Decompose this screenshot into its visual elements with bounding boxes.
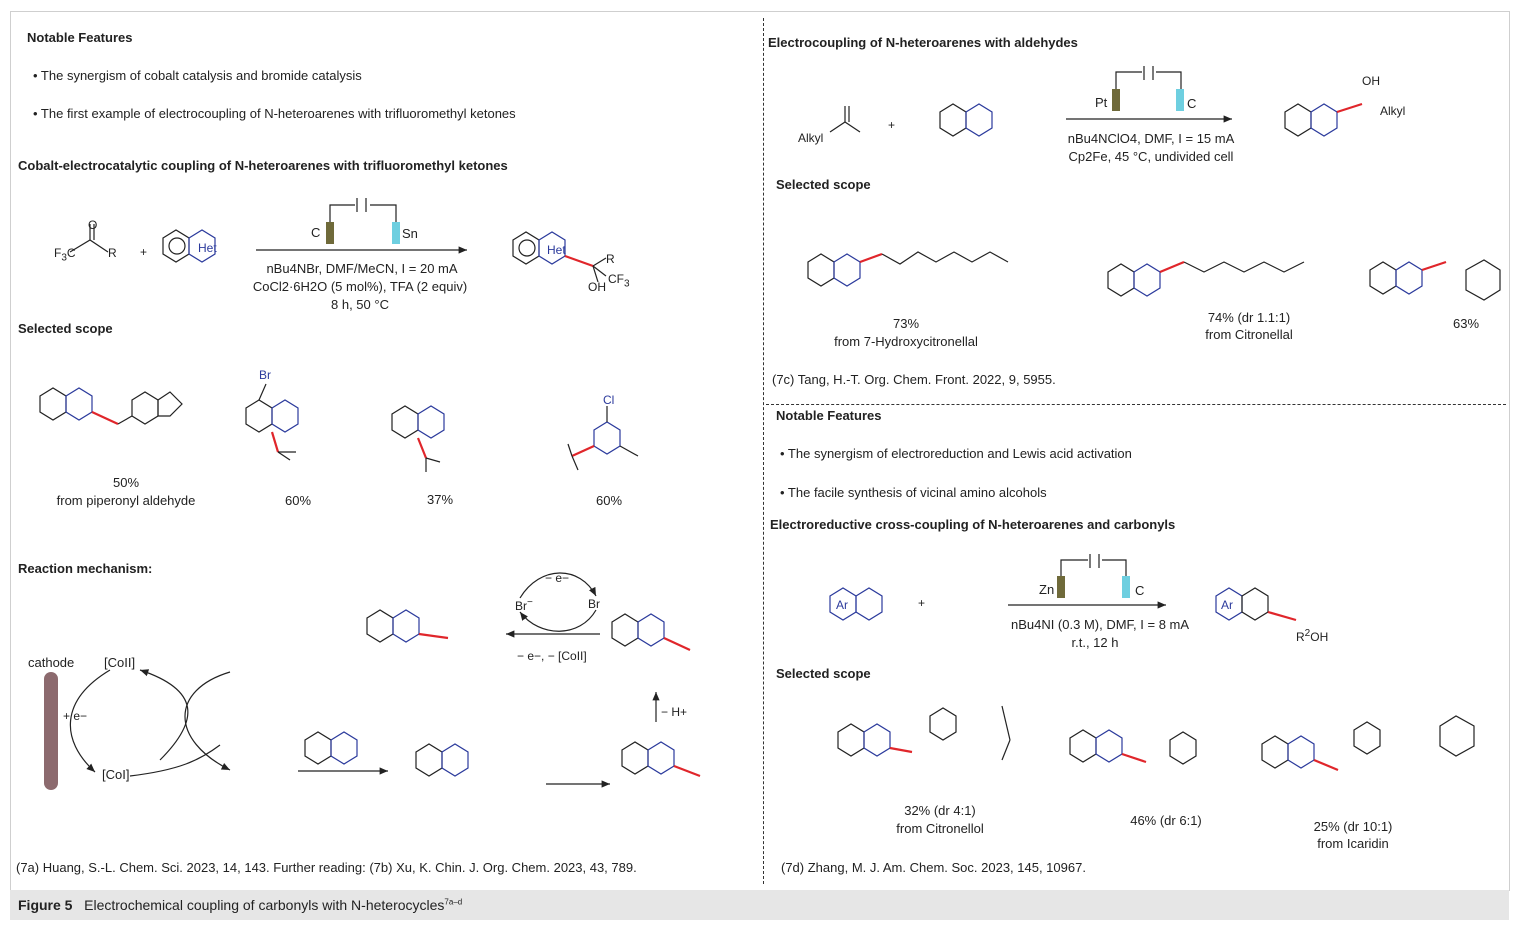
atom-cf3-product: CF3: [608, 272, 630, 290]
rb-scope-2-yield: 46% (dr 6:1): [1130, 813, 1202, 828]
atom-oh-rt: OH: [1362, 74, 1380, 88]
rt-electrode-right: C: [1187, 96, 1197, 111]
atom-f3c: F3C: [54, 246, 76, 264]
left-scope-3-yield: 37%: [426, 492, 454, 507]
oxidation-label-2: − e−, − [CoII]: [517, 649, 587, 663]
rb-scope-1-yield: 32% (dr 4:1): [904, 803, 976, 818]
rb-reference: (7d) Zhang, M. J. Am. Chem. Soc. 2023, 1…: [781, 860, 1086, 875]
plus-sign-2: +: [888, 118, 896, 132]
left-scope-2-yield: 60%: [284, 493, 312, 508]
left-reference: (7a) Huang, S.-L. Chem. Sci. 2023, 14, 1…: [16, 860, 637, 875]
het-label-product: Het: [547, 243, 566, 257]
atom-br-minus: Br−: [515, 597, 533, 613]
rb-cond-2: r.t., 12 h: [1071, 635, 1119, 650]
caption-sup: 7a–d: [444, 897, 463, 907]
rb-scope-3-note: from Icaridin: [1317, 836, 1389, 851]
left-bullet-2: • The first example of electrocoupling o…: [33, 106, 516, 121]
left-bullet-1: • The synergism of cobalt catalysis and …: [33, 68, 362, 83]
atom-r: R: [108, 246, 117, 260]
rb-electrode-left: Zn: [1039, 582, 1055, 597]
left-scope-title: Selected scope: [18, 321, 113, 336]
rt-scope-3-yield: 63%: [1452, 316, 1480, 331]
atom-alkyl: Alkyl: [798, 131, 824, 145]
rt-scope-1-note: from 7-Hydroxycitronellal: [834, 334, 978, 349]
rt-reference: (7c) Tang, H.-T. Org. Chem. Front. 2022,…: [772, 372, 1056, 387]
left-electrode-right: Sn: [402, 226, 418, 241]
het-label: Het: [198, 241, 217, 255]
ar-label: Ar: [836, 598, 848, 612]
left-scope-1-note: from piperonyl aldehyde: [56, 493, 196, 508]
atom-br-radical: Br: [588, 597, 600, 611]
oxidation-label: − e−: [545, 571, 570, 585]
rb-scope-title: Selected scope: [776, 666, 871, 681]
rt-cond-1: nBu4NClO4, DMF, I = 15 mA: [1067, 131, 1235, 146]
plus-sign: +: [140, 245, 148, 259]
figure-caption: Figure 5 Electrochemical coupling of car…: [18, 897, 462, 913]
rt-scope-2-note: from Citronellal: [1205, 327, 1293, 342]
left-scope-4-yield: 60%: [595, 493, 623, 508]
rt-cond-2: Cp2Fe, 45 °C, undivided cell: [1068, 149, 1234, 164]
rt-electrode-left: Pt: [1095, 95, 1108, 110]
atom-oh-product: OH: [588, 280, 606, 294]
rt-section-title: Electrocoupling of N-heteroarenes with a…: [768, 35, 1078, 50]
rb-bullet-2: • The facile synthesis of vicinal amino …: [780, 485, 1047, 500]
atom-r2oh: R2OH: [1296, 628, 1329, 644]
atom-r-product: R: [606, 252, 615, 266]
atom-o: O: [88, 218, 98, 232]
rt-scope-1-yield: 73%: [892, 316, 920, 331]
co1-label: [CoI]: [102, 767, 130, 782]
rb-cond-1: nBu4NI (0.3 M), DMF, I = 8 mA: [1010, 617, 1190, 632]
caption-text: Electrochemical coupling of carbonyls wi…: [84, 897, 445, 913]
left-cond-2: CoCl2·6H2O (5 mol%), TFA (2 equiv): [252, 279, 468, 294]
left-scope-1-yield: 50%: [112, 475, 140, 490]
rb-section-title: Electroreductive cross-coupling of N-het…: [770, 517, 1176, 532]
figure-panel: [10, 11, 1510, 891]
rb-bullet-1: • The synergism of electroreduction and …: [780, 446, 1132, 461]
left-cond-3: 8 h, 50 °C: [331, 297, 389, 312]
left-features-title: Notable Features: [27, 30, 133, 45]
caption-label: Figure 5: [18, 897, 73, 913]
vertical-divider: [763, 18, 764, 884]
mech-title: Reaction mechanism:: [18, 561, 153, 576]
plus-sign-3: +: [918, 596, 926, 610]
ar-label-product: Ar: [1221, 598, 1233, 612]
left-section-title: Cobalt-electrocatalytic coupling of N-he…: [18, 158, 508, 173]
rb-electrode-right: C: [1135, 583, 1145, 598]
cathode-label: cathode: [28, 655, 75, 670]
deprotonation-label: − H+: [661, 705, 688, 719]
rt-scope-title: Selected scope: [776, 177, 871, 192]
horizontal-divider: [766, 404, 1506, 405]
atom-br: Br: [259, 368, 271, 382]
rb-scope-3-yield: 25% (dr 10:1): [1313, 819, 1393, 834]
electron-label: + e−: [63, 709, 88, 723]
left-electrode-left: C: [311, 225, 321, 240]
left-cond-1: nBu4NBr, DMF/MeCN, I = 20 mA: [266, 261, 458, 276]
rb-scope-1-note: from Citronellol: [896, 821, 984, 836]
atom-alkyl-product: Alkyl: [1380, 104, 1406, 118]
rb-features-title: Notable Features: [776, 408, 882, 423]
co2-label: [CoII]: [104, 655, 136, 670]
rt-scope-2-yield: 74% (dr 1.1:1): [1207, 310, 1291, 325]
figure-caption-bar: Figure 5 Electrochemical coupling of car…: [10, 890, 1509, 920]
atom-cl: Cl: [603, 393, 615, 407]
